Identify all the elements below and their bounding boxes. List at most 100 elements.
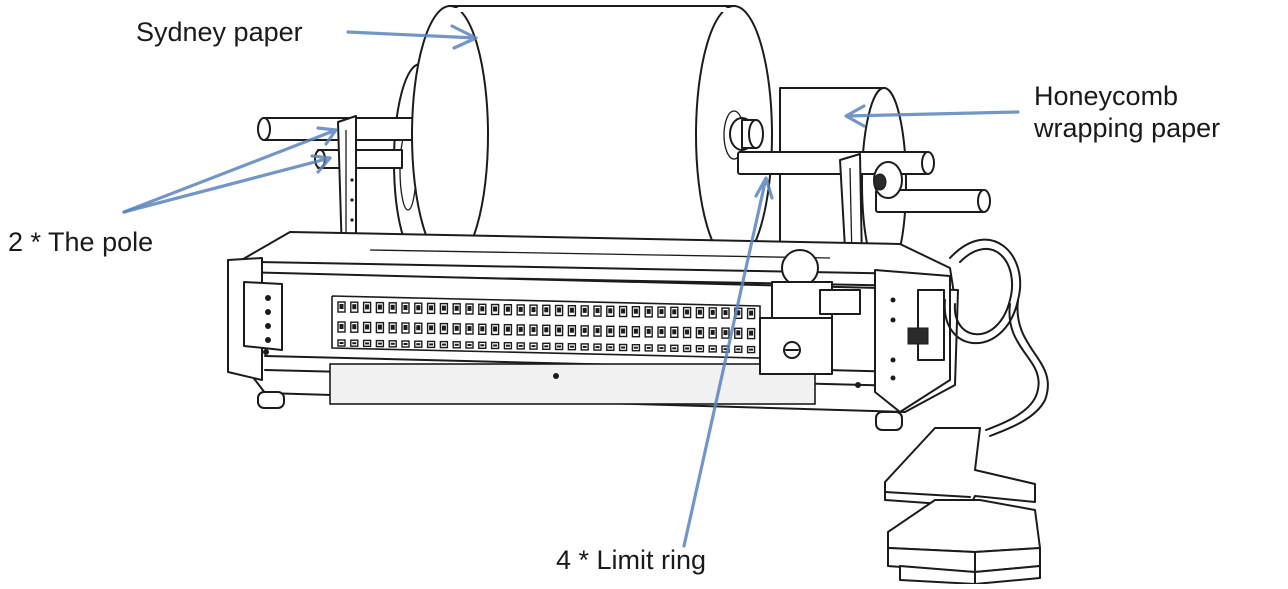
tooth-slot <box>710 347 715 350</box>
sydney-paper-label: Sydney paper <box>136 17 303 47</box>
tooth-slot <box>569 307 574 313</box>
tooth-slot <box>557 307 562 313</box>
honeycomb-teeth-rows <box>331 295 761 359</box>
tooth-slot <box>582 327 587 333</box>
tooth-slot <box>339 324 344 329</box>
tooth-slot <box>723 310 728 316</box>
tooth-slot <box>365 304 370 310</box>
tooth-slot <box>595 308 600 314</box>
sydney-roll <box>411 5 773 265</box>
tooth-slot <box>608 328 613 334</box>
honeycomb-arrow <box>844 104 1020 128</box>
tooth-slot <box>377 324 382 330</box>
tooth-slot <box>736 330 741 336</box>
right-pole-assembly <box>729 117 991 273</box>
tooth-slot <box>416 343 421 346</box>
tooth-slot <box>659 347 664 350</box>
limit-ring-arrow <box>682 176 774 548</box>
tooth-slot <box>685 329 690 335</box>
tooth-slot <box>749 330 754 336</box>
tooth-slot <box>441 343 446 346</box>
tooth-slot <box>441 325 446 331</box>
tooth-slot <box>403 343 408 345</box>
tooth-slot <box>339 342 344 344</box>
tooth-slot <box>685 309 690 315</box>
tooth-slot <box>365 324 370 330</box>
tooth-slot <box>505 344 510 347</box>
honeycomb-label-line1: Honeycomb <box>1034 81 1179 111</box>
tooth-slot <box>531 345 536 348</box>
foot-pedal <box>884 427 1041 585</box>
tooth-slot <box>697 347 702 350</box>
annotation-arrows <box>122 24 1020 548</box>
tooth-slot <box>633 346 638 349</box>
tooth-slot <box>646 308 651 314</box>
tooth-slot <box>685 347 690 350</box>
tooth-slot <box>633 328 638 334</box>
tooth-slot <box>493 306 498 312</box>
tooth-slot <box>454 325 459 331</box>
tooth-slot <box>723 348 728 351</box>
tooth-slot <box>736 310 741 316</box>
tooth-slot <box>352 324 357 330</box>
tooth-slot <box>377 304 382 310</box>
tooth-slot <box>429 305 434 311</box>
tooth-slot <box>672 347 677 350</box>
tooth-slot <box>390 342 395 345</box>
tooth-slot <box>480 306 485 312</box>
tooth-slot <box>480 326 485 332</box>
tooth-slot <box>505 326 510 332</box>
tooth-slot <box>518 306 523 312</box>
tooth-slot <box>544 345 549 348</box>
tooth-slot <box>390 324 395 330</box>
tooth-slot <box>544 307 549 313</box>
tooth-slot <box>595 346 600 349</box>
tooth-slot <box>672 329 677 335</box>
tooth-slot <box>518 326 523 332</box>
tooth-slot <box>569 345 574 348</box>
tooth-slot <box>697 309 702 315</box>
tooth-slot <box>403 305 408 310</box>
tooth-slot <box>352 342 357 345</box>
tooth-slot <box>454 343 459 346</box>
tooth-slot <box>646 346 651 349</box>
tooth-slot <box>608 346 613 349</box>
left-pole-assembly <box>257 115 453 265</box>
tooth-slot <box>493 344 498 347</box>
tooth-slot <box>544 327 549 333</box>
honeycomb-label-line2: wrapping paper <box>1034 113 1221 143</box>
tooth-slot <box>608 308 613 314</box>
tooth-slot <box>582 307 587 313</box>
tooth-slot <box>365 342 370 345</box>
tooth-slot <box>710 329 715 335</box>
pedal-hose <box>943 238 1049 437</box>
tooth-slot <box>633 308 638 314</box>
tooth-slot <box>710 309 715 315</box>
tooth-slot <box>697 329 702 335</box>
tooth-slot <box>621 328 626 334</box>
tooth-slot <box>646 328 651 334</box>
limit-ring-label: 4 * Limit ring <box>556 545 707 575</box>
cutter-head <box>759 249 861 375</box>
tooth-slot <box>557 345 562 348</box>
tooth-slot <box>595 328 600 334</box>
tooth-slot <box>659 309 664 315</box>
tooth-slot <box>467 326 472 331</box>
tooth-slot <box>569 327 574 333</box>
tooth-slot <box>429 325 434 331</box>
sydney-paper-arrow <box>346 24 478 50</box>
tooth-slot <box>416 325 421 331</box>
tooth-slot <box>352 304 357 310</box>
tooth-slot <box>621 308 626 314</box>
tooth-slot <box>441 305 446 311</box>
pole-arrow-upper <box>122 154 332 214</box>
tooth-slot <box>621 346 626 349</box>
tooth-slot <box>493 326 498 332</box>
tooth-slot <box>403 325 408 330</box>
tooth-slot <box>582 345 587 348</box>
tooth-slot <box>749 310 754 316</box>
tooth-slot <box>736 348 741 351</box>
tooth-slot <box>377 342 382 345</box>
